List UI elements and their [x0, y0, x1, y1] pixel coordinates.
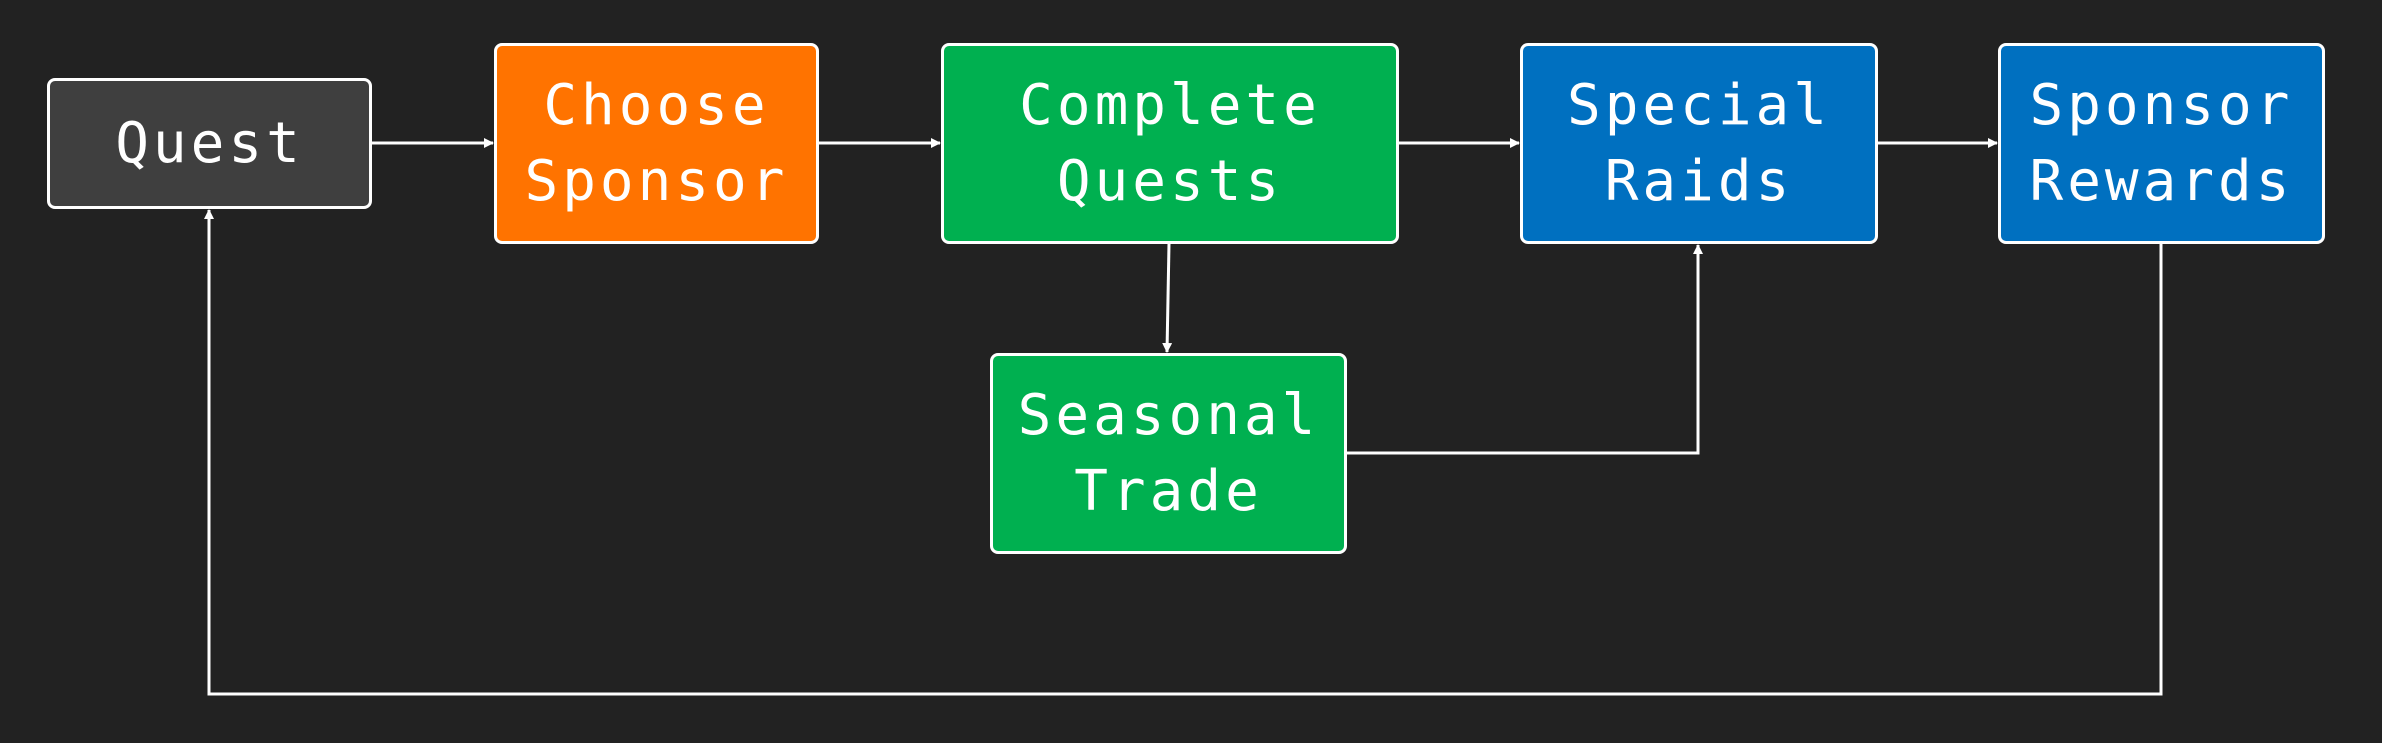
node-sponsor-rewards-label-line-2: Rewards	[2029, 148, 2294, 214]
node-choose-sponsor-label-line-2: Sponsor	[524, 148, 789, 214]
node-complete-quests-label-line-1: Complete	[1019, 72, 1321, 138]
node-choose-sponsor-label-line-1: Choose	[543, 72, 770, 138]
node-seasonal-trade-label-line-1: Seasonal	[1017, 382, 1320, 448]
arrow-complete-quests-to-seasonal-trade	[1162, 243, 1173, 353]
node-choose-sponsor: Choose Sponsor	[494, 43, 819, 244]
node-complete-quests: Complete Quests	[941, 43, 1399, 244]
node-quest: Quest	[47, 78, 372, 209]
arrow-seasonal-trade-to-special-raids	[1347, 244, 1703, 455]
node-special-raids-label-line-2: Raids	[1604, 148, 1794, 214]
node-complete-quests-label-line-2: Quests	[1056, 148, 1284, 214]
node-special-raids: Special Raids	[1520, 43, 1878, 244]
node-seasonal-trade-label-line-2: Trade	[1074, 458, 1263, 524]
arrow-sponsor-rewards-to-quest	[204, 209, 2163, 696]
node-quest-label: Quest	[115, 110, 304, 176]
node-sponsor-rewards: Sponsor Rewards	[1998, 43, 2325, 244]
node-seasonal-trade: Seasonal Trade	[990, 353, 1347, 554]
node-special-raids-label-line-1: Special	[1566, 72, 1831, 138]
node-sponsor-rewards-label-line-1: Sponsor	[2029, 72, 2294, 138]
